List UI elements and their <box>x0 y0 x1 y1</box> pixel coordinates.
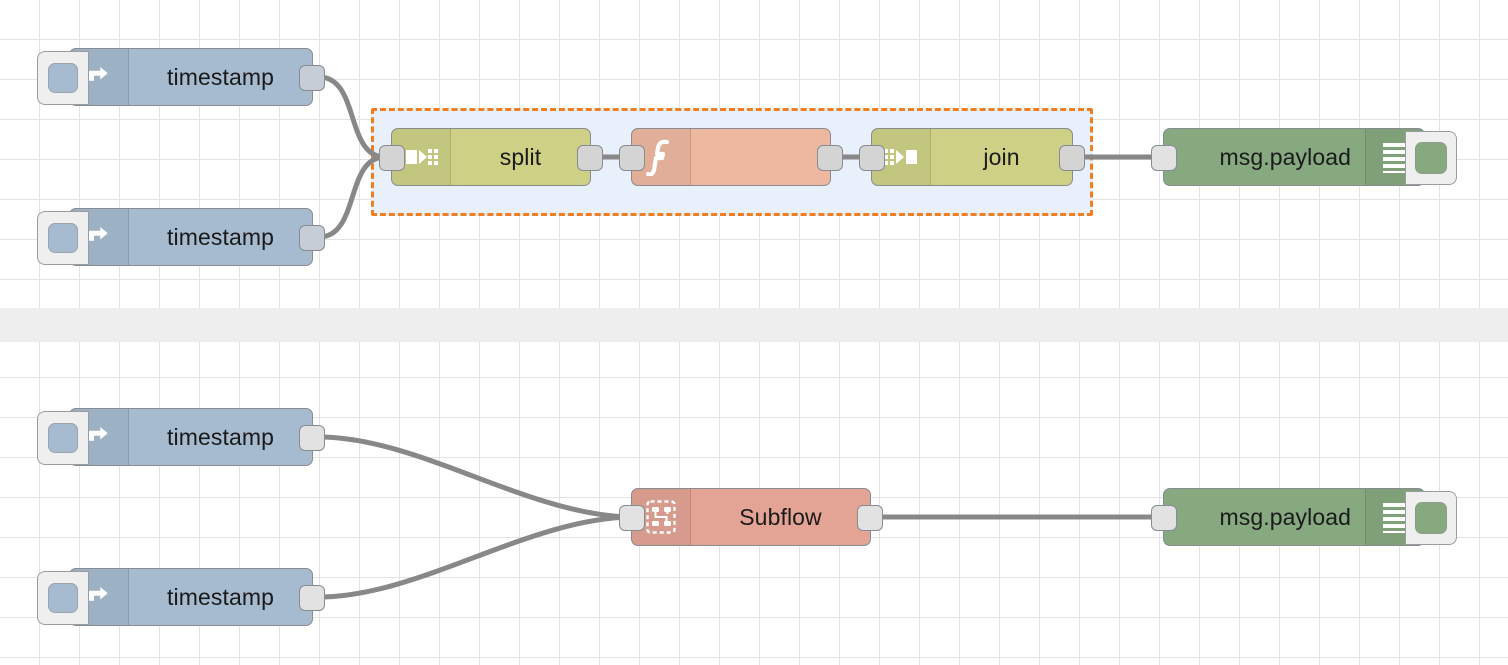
flow-tab-divider <box>0 308 1508 342</box>
input-port[interactable] <box>619 505 645 531</box>
input-port[interactable] <box>619 145 645 171</box>
node-split[interactable]: split <box>379 128 603 186</box>
node-debug-top[interactable]: msg.payload <box>1151 128 1457 186</box>
output-port[interactable] <box>299 585 325 611</box>
inject-trigger-button-3[interactable] <box>37 411 89 465</box>
output-port[interactable] <box>577 145 603 171</box>
inject-button-inner-icon <box>48 63 78 93</box>
node-subflow[interactable]: Subflow <box>619 488 883 546</box>
node-inject-timestamp-2[interactable]: timestamp <box>37 208 325 266</box>
debug-toggle-button-bottom[interactable] <box>1405 491 1457 545</box>
debug-button-inner-icon <box>1415 142 1447 174</box>
node-label: msg.payload <box>1219 143 1351 170</box>
output-port[interactable] <box>817 145 843 171</box>
node-inject-timestamp-4[interactable]: timestamp <box>37 568 325 626</box>
inject-trigger-button-4[interactable] <box>37 571 89 625</box>
inject-trigger-button-1[interactable] <box>37 51 89 105</box>
node-join[interactable]: join <box>859 128 1085 186</box>
node-inject-timestamp-3[interactable]: timestamp <box>37 408 325 466</box>
node-inject-timestamp-1[interactable]: timestamp <box>37 48 325 106</box>
output-port[interactable] <box>1059 145 1085 171</box>
node-label: Subflow <box>739 503 822 530</box>
node-label: timestamp <box>167 63 274 90</box>
output-port[interactable] <box>857 505 883 531</box>
debug-toggle-button-top[interactable] <box>1405 131 1457 185</box>
output-port[interactable] <box>299 65 325 91</box>
node-debug-bottom[interactable]: msg.payload <box>1151 488 1457 546</box>
node-label: split <box>499 143 542 170</box>
node-label: timestamp <box>167 583 274 610</box>
input-port[interactable] <box>1151 145 1177 171</box>
output-port[interactable] <box>299 225 325 251</box>
node-label: timestamp <box>167 223 274 250</box>
debug-button-inner-icon <box>1415 502 1447 534</box>
node-label: join <box>983 143 1020 170</box>
output-port[interactable] <box>299 425 325 451</box>
node-function[interactable] <box>619 128 843 186</box>
inject-button-inner-icon <box>48 583 78 613</box>
input-port[interactable] <box>1151 505 1177 531</box>
inject-button-inner-icon <box>48 223 78 253</box>
inject-trigger-button-2[interactable] <box>37 211 89 265</box>
node-label <box>691 129 830 185</box>
node-label: timestamp <box>167 423 274 450</box>
input-port[interactable] <box>859 145 885 171</box>
inject-button-inner-icon <box>48 423 78 453</box>
input-port[interactable] <box>379 145 405 171</box>
node-label: msg.payload <box>1219 503 1351 530</box>
